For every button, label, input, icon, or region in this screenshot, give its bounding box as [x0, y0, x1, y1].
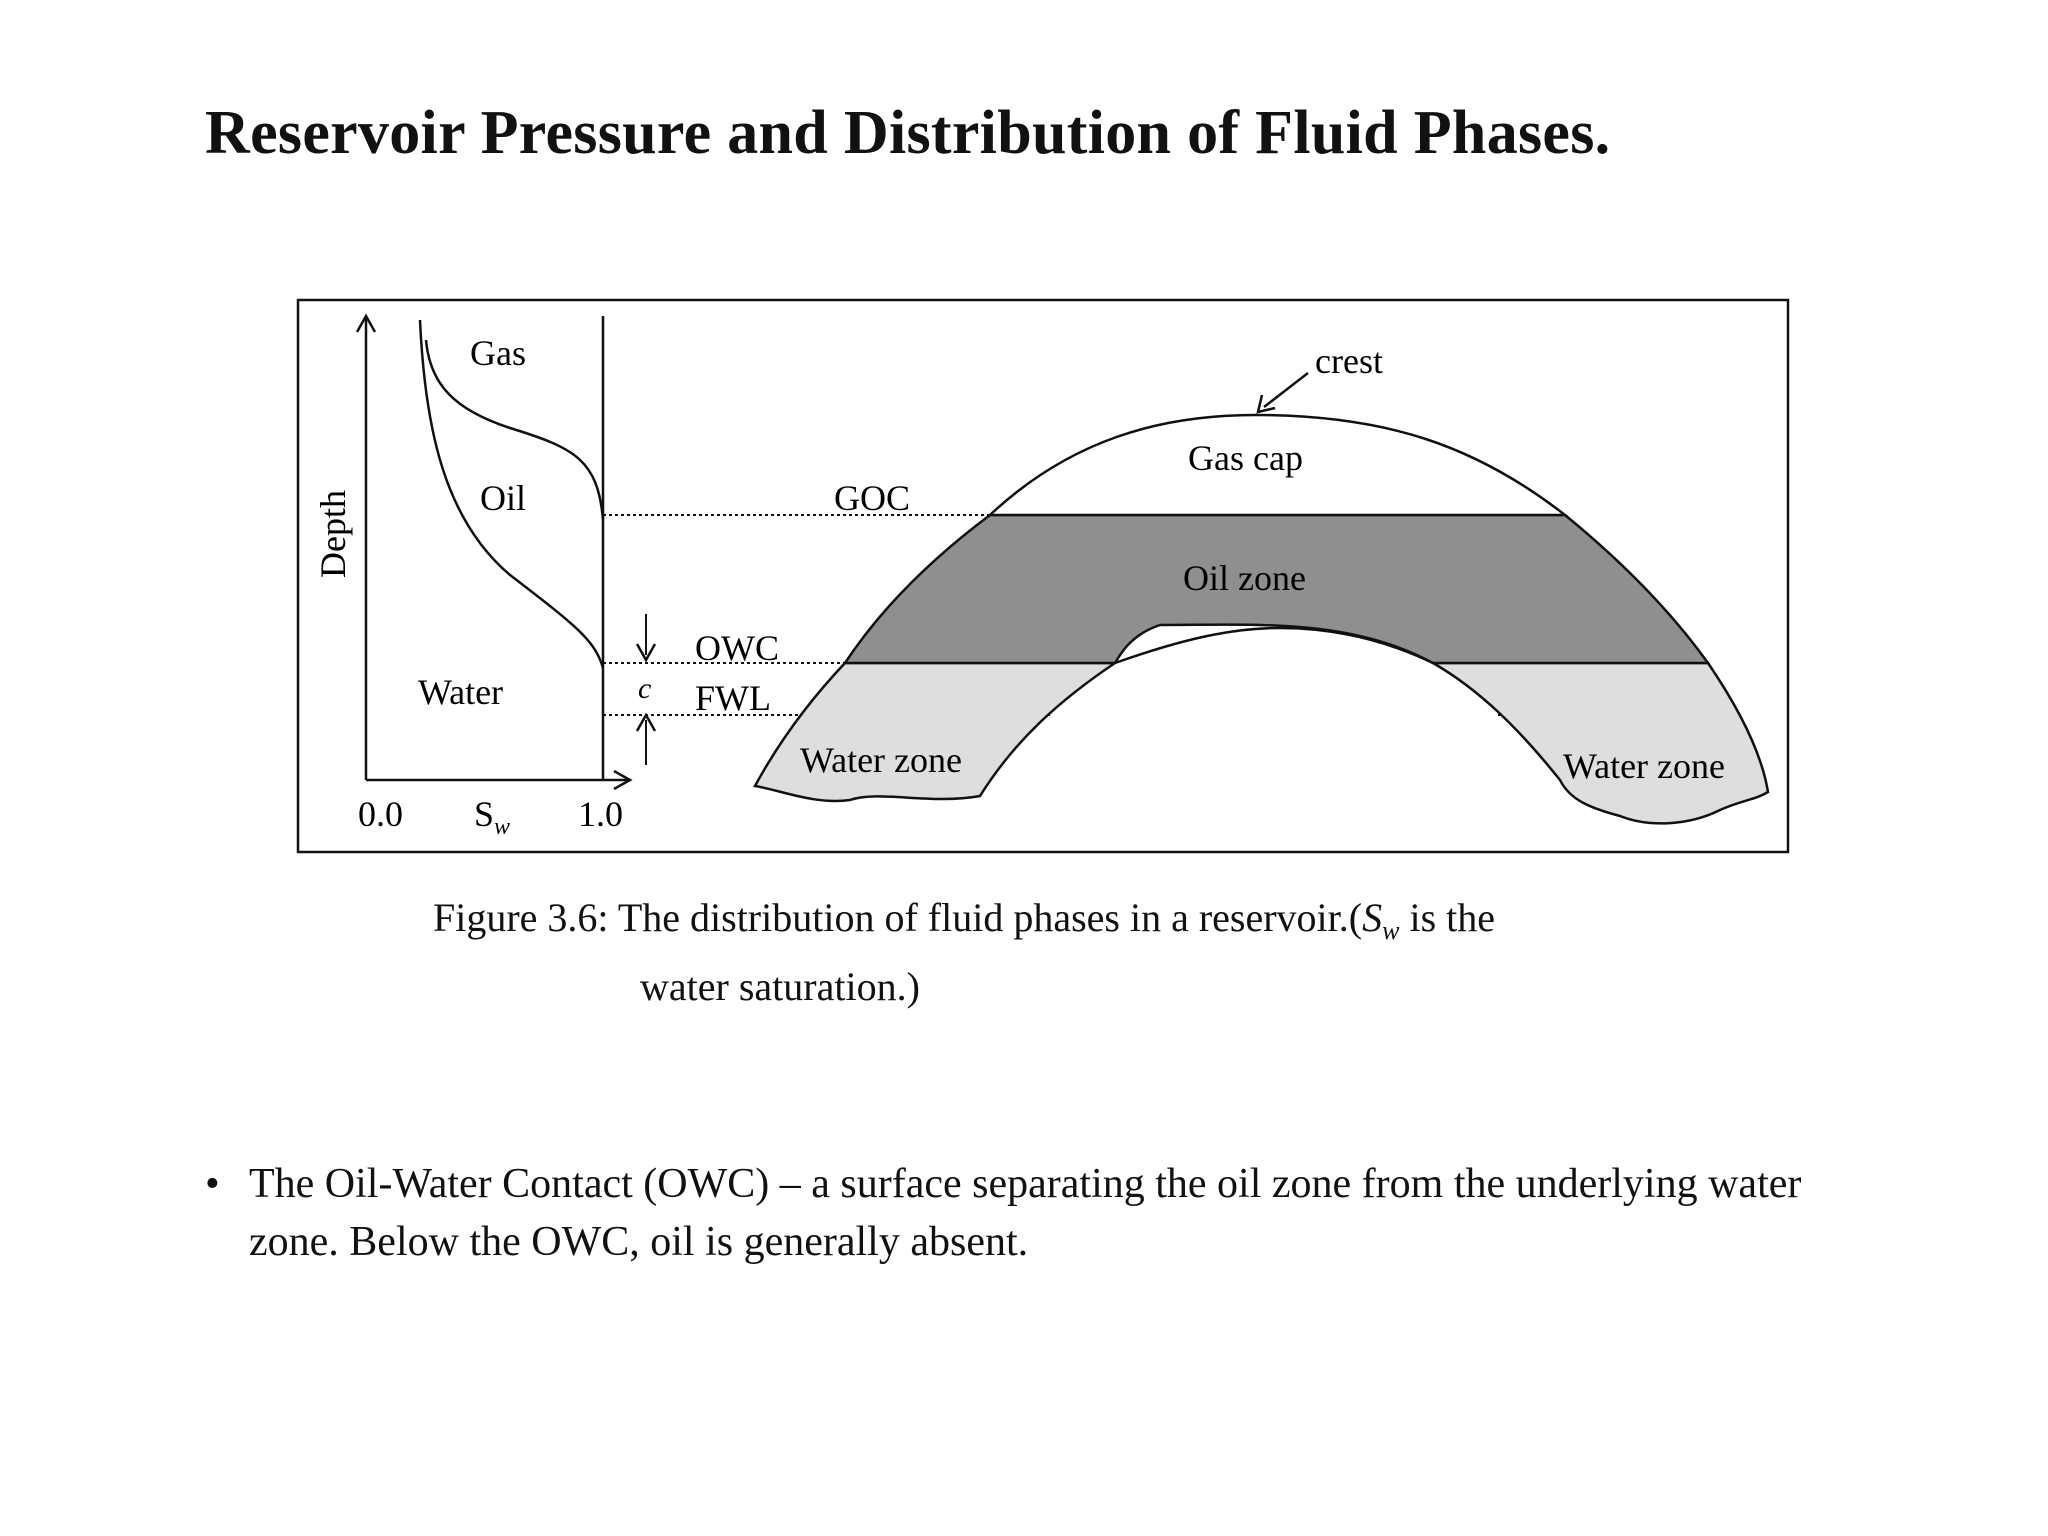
sw-axis-label: Sw	[474, 794, 510, 840]
goc-label: GOC	[834, 478, 910, 518]
bullet-symbol: •	[205, 1155, 249, 1271]
fwl-label: FWL	[695, 678, 771, 718]
water-zone-right-fill	[1433, 663, 1768, 823]
water-zone-left-fill	[755, 663, 1115, 801]
zone-label-water: Water	[418, 672, 503, 712]
tick-label-max: 1.0	[578, 794, 623, 834]
caption-prefix: Figure 3.6: The distribution of fluid ph…	[433, 895, 1362, 940]
bullet-item-owc: • The Oil-Water Contact (OWC) – a surfac…	[205, 1155, 1885, 1271]
capillary-label: c	[638, 672, 651, 705]
water-zone-left-label: Water zone	[800, 740, 962, 780]
caption-line-2: water saturation.)	[433, 959, 1673, 1015]
caption-suffix: is the	[1399, 895, 1495, 940]
figure-caption: Figure 3.6: The distribution of fluid ph…	[433, 890, 1673, 1015]
crest-label: crest	[1315, 341, 1383, 381]
zone-label-oil: Oil	[480, 478, 526, 518]
depth-axis-label: Depth	[313, 490, 353, 578]
crest-arrow	[1264, 373, 1308, 407]
zone-label-gas: Gas	[470, 333, 526, 373]
owc-label: OWC	[695, 628, 779, 668]
saturation-plot: Gas Oil Water Depth 0.0 1.0 Sw c	[313, 316, 655, 840]
tick-label-min: 0.0	[358, 794, 403, 834]
reservoir-section: crest Gas cap Oil zone Water zone Water …	[755, 341, 1768, 823]
caption-symbol: S	[1362, 895, 1382, 940]
oil-zone-label: Oil zone	[1183, 558, 1306, 598]
bullet-text: The Oil-Water Contact (OWC) – a surface …	[249, 1155, 1885, 1271]
caption-symbol-subscript: w	[1382, 916, 1399, 945]
gas-cap-label: Gas cap	[1188, 438, 1303, 478]
water-zone-right-label: Water zone	[1563, 746, 1725, 786]
